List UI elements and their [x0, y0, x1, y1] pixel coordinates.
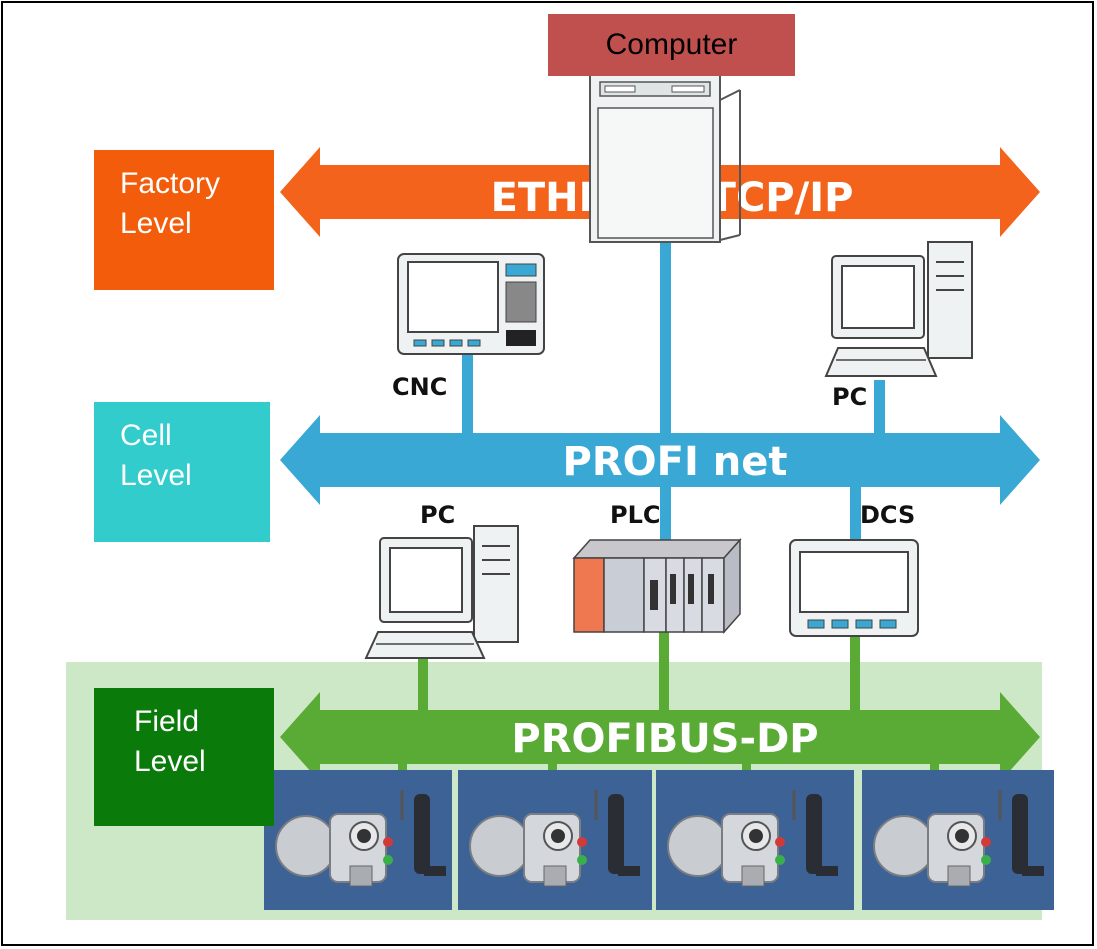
- plc-icon: [572, 538, 742, 634]
- cell-level-box: Cell Level: [94, 402, 270, 542]
- actuator-4: [862, 770, 1054, 910]
- connector-plc-field: [659, 620, 669, 715]
- cell-level-line2: Level: [120, 459, 192, 492]
- factory-level-line1: Factory: [120, 167, 221, 200]
- actuator-row: [264, 770, 1054, 910]
- bus-profinet: PROFI net: [280, 415, 1040, 505]
- pc-cell-icon: [824, 241, 973, 377]
- bus-profibus-label: PROFIBUS-DP: [511, 716, 818, 762]
- cnc-label: CNC: [392, 373, 447, 401]
- cell-level-line1: Cell: [120, 419, 172, 452]
- field-level-line2: Level: [134, 745, 206, 778]
- bus-profinet-arrow: [280, 415, 1040, 505]
- dcs-label: DCS: [860, 501, 915, 529]
- factory-level-box: Factory Level: [94, 150, 274, 290]
- connector-computer-plc: [660, 440, 671, 540]
- connector-cnc: [462, 350, 473, 440]
- actuator-2: [458, 770, 652, 910]
- dcs-icon: [789, 539, 919, 637]
- computer-label: Computer: [548, 14, 795, 76]
- bus-profibus-arrow: [280, 692, 1040, 782]
- pc-field-label: PC: [420, 501, 455, 529]
- field-level-line1: Field: [134, 705, 200, 738]
- bus-profibus: PROFIBUS-DP: [280, 692, 1040, 782]
- connector-computer-ethernet: [660, 240, 671, 440]
- cnc-icon: [397, 253, 545, 355]
- connector-pc-field: [418, 650, 428, 715]
- connector-pc-cell: [874, 380, 885, 440]
- actuator-3: [656, 770, 854, 910]
- factory-level-line2: Level: [120, 207, 192, 240]
- actuator-1: [264, 770, 452, 910]
- server-icon: [589, 71, 741, 243]
- pc-field-icon: [364, 525, 519, 659]
- connector-dcs: [850, 480, 861, 540]
- connector-dcs-field: [850, 630, 860, 715]
- field-level-box: Field Level: [94, 688, 274, 826]
- plc-label: PLC: [610, 501, 661, 529]
- bus-profinet-label: PROFI net: [563, 439, 788, 485]
- pc-cell-label: PC: [832, 383, 867, 411]
